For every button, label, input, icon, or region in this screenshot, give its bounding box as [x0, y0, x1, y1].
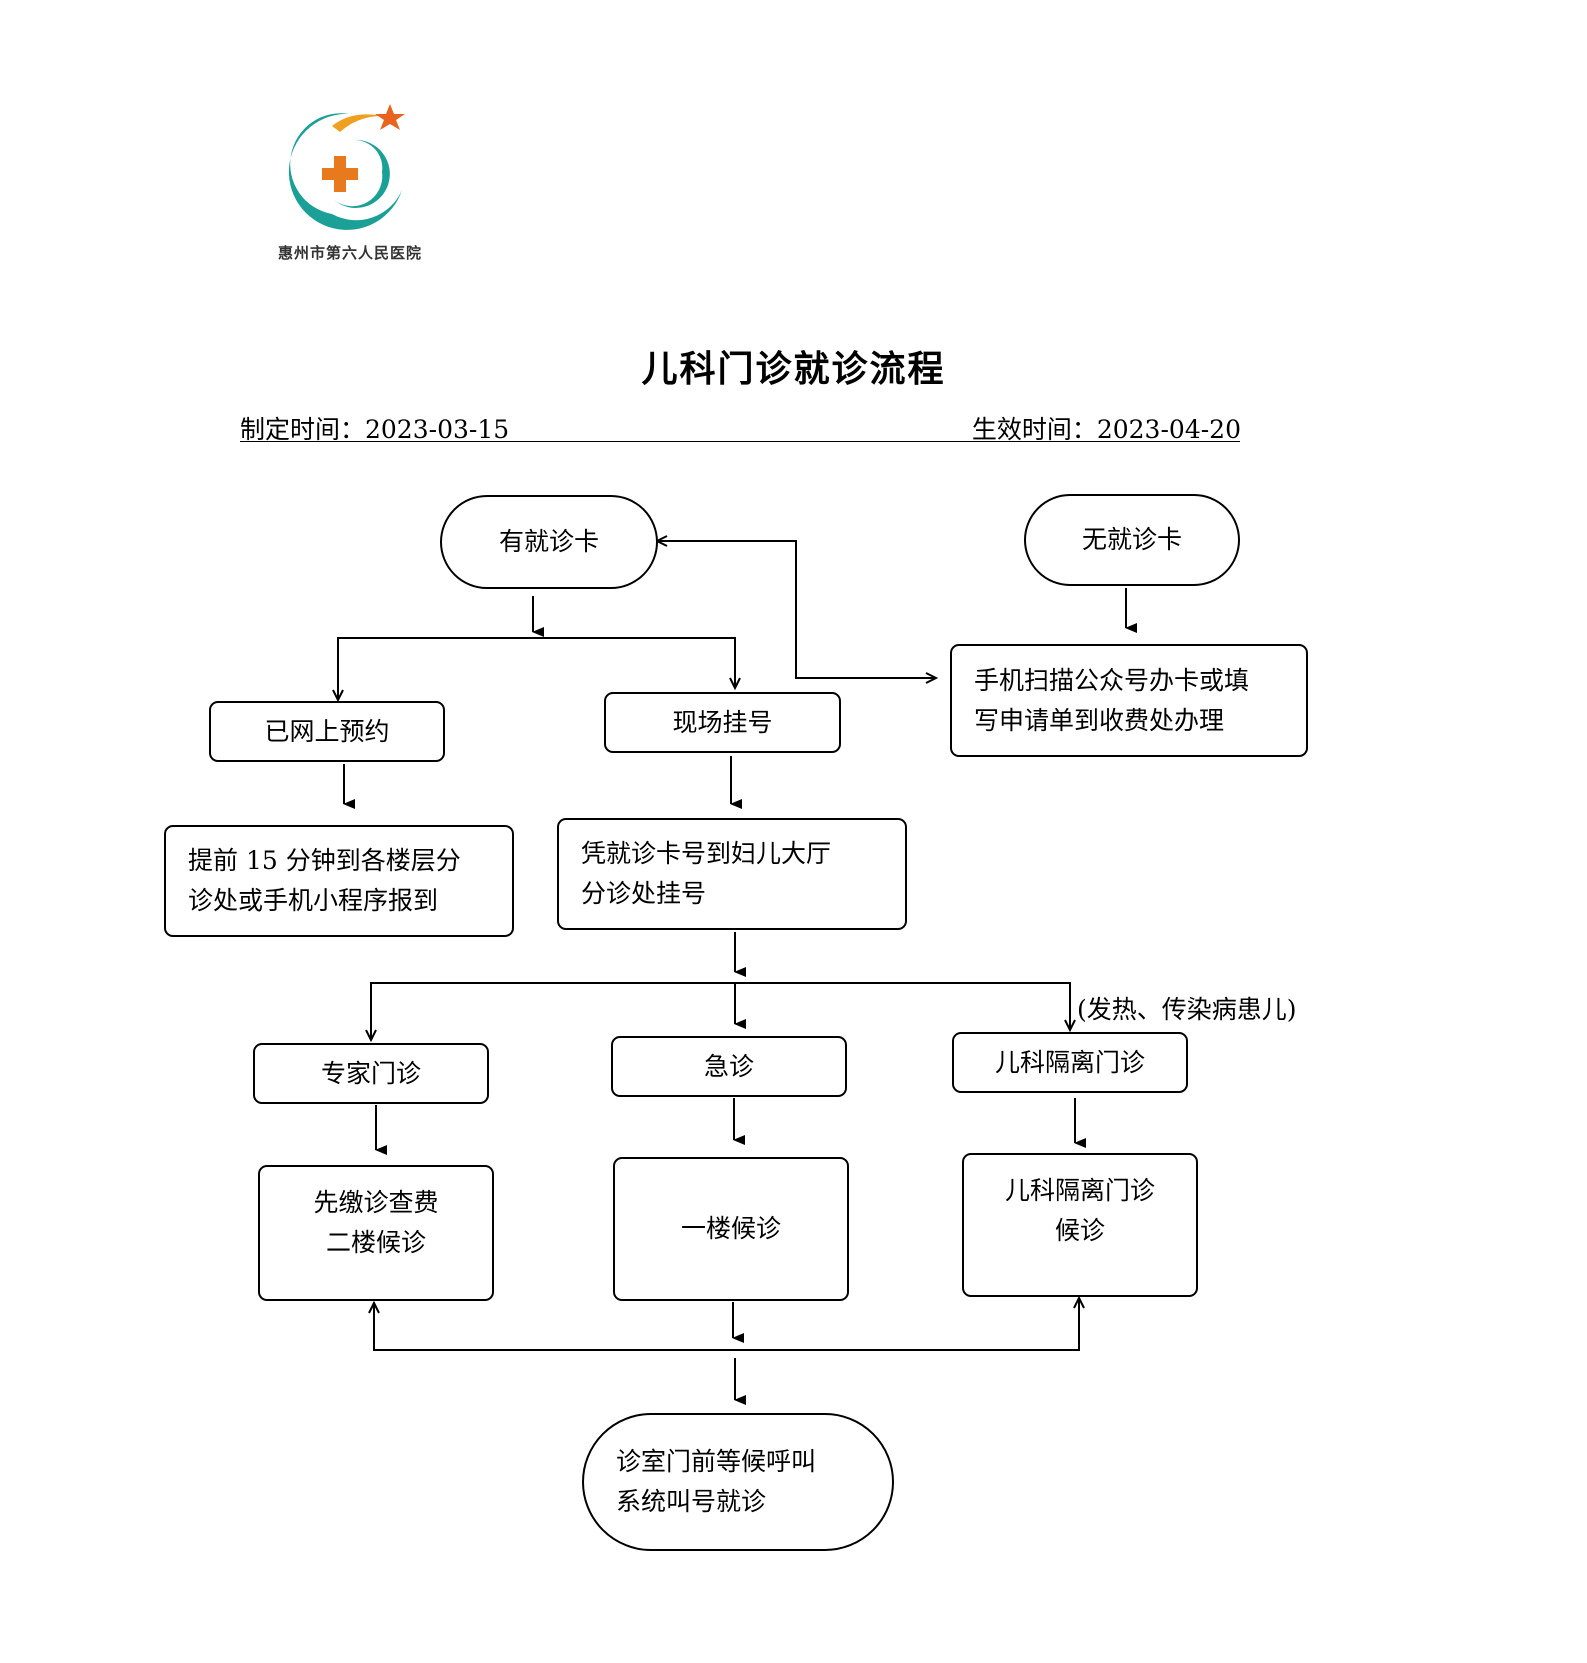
node-online-booked-label: 已网上预约	[264, 716, 390, 746]
edge-split-top	[337, 637, 736, 700]
hospital-name: 惠州市第六人民医院	[277, 244, 422, 262]
hospital-logo	[272, 102, 432, 272]
hospital-logo-icon	[288, 104, 405, 230]
node-isolation-wait: 儿科隔离门诊 候诊	[962, 1153, 1198, 1297]
node-no-card: 无就诊卡	[1024, 494, 1240, 586]
node-onsite-action-label: 凭就诊卡号到妇儿大厅 分诊处挂号	[581, 839, 832, 908]
arrow-to-onsite	[729, 677, 741, 691]
node-expert-wait-label: 先缴诊查费 二楼候诊	[313, 1188, 439, 1257]
arrow-to-no-card-action	[925, 672, 939, 684]
node-online-checkin-label: 提前 15 分钟到各楼层分 诊处或手机小程序报到	[188, 846, 461, 915]
node-has-card: 有就诊卡	[440, 495, 658, 589]
arrow-to-expert	[365, 1029, 377, 1043]
node-online-booked: 已网上预约	[209, 701, 445, 762]
node-expert-wait: 先缴诊查费 二楼候诊	[258, 1165, 494, 1301]
effective-date: 生效时间：2023-04-20	[971, 415, 1241, 444]
header-underline	[240, 441, 1240, 442]
node-final: 诊室门前等候呼叫 系统叫号就诊	[582, 1413, 894, 1551]
edge-bottom-bus	[373, 1298, 1080, 1351]
node-no-card-label: 无就诊卡	[1081, 525, 1182, 554]
isolation-condition-label: (发热、传染病患儿)	[1077, 995, 1297, 1024]
arrow-to-isolation-wait	[1073, 1295, 1085, 1309]
node-emergency-wait: 一楼候诊	[613, 1157, 849, 1301]
created-date: 制定时间：2023-03-15	[240, 415, 510, 444]
node-no-card-action: 手机扫描公众号办卡或填 写申请单到收费处办理	[950, 644, 1308, 757]
node-onsite-register: 现场挂号	[604, 692, 841, 753]
node-online-checkin: 提前 15 分钟到各楼层分 诊处或手机小程序报到	[164, 825, 514, 937]
node-emergency-label: 急诊	[703, 1051, 754, 1081]
node-onsite-register-label: 现场挂号	[672, 707, 773, 737]
node-isolation-wait-label: 儿科隔离门诊 候诊	[1004, 1176, 1155, 1245]
node-emergency-wait-label: 一楼候诊	[680, 1214, 781, 1243]
edge-loop	[657, 540, 936, 679]
node-expert-clinic-label: 专家门诊	[320, 1058, 421, 1088]
edge-three-way-split	[370, 982, 1071, 1040]
node-has-card-label: 有就诊卡	[498, 527, 599, 556]
arrow-to-expert-wait	[368, 1300, 380, 1314]
node-isolation-clinic-label: 儿科隔离门诊	[994, 1047, 1145, 1077]
node-isolation-clinic: 儿科隔离门诊	[952, 1032, 1188, 1093]
arrow-to-isolation	[1064, 1019, 1076, 1033]
arrow-to-online-booked	[332, 689, 344, 703]
node-emergency: 急诊	[611, 1036, 847, 1097]
node-expert-clinic: 专家门诊	[253, 1043, 489, 1104]
node-no-card-action-label: 手机扫描公众号办卡或填 写申请单到收费处办理	[974, 665, 1250, 735]
node-final-label: 诊室门前等候呼叫 系统叫号就诊	[616, 1447, 817, 1516]
node-onsite-action: 凭就诊卡号到妇儿大厅 分诊处挂号	[557, 818, 907, 930]
page-title: 儿科门诊就诊流程	[641, 348, 946, 390]
